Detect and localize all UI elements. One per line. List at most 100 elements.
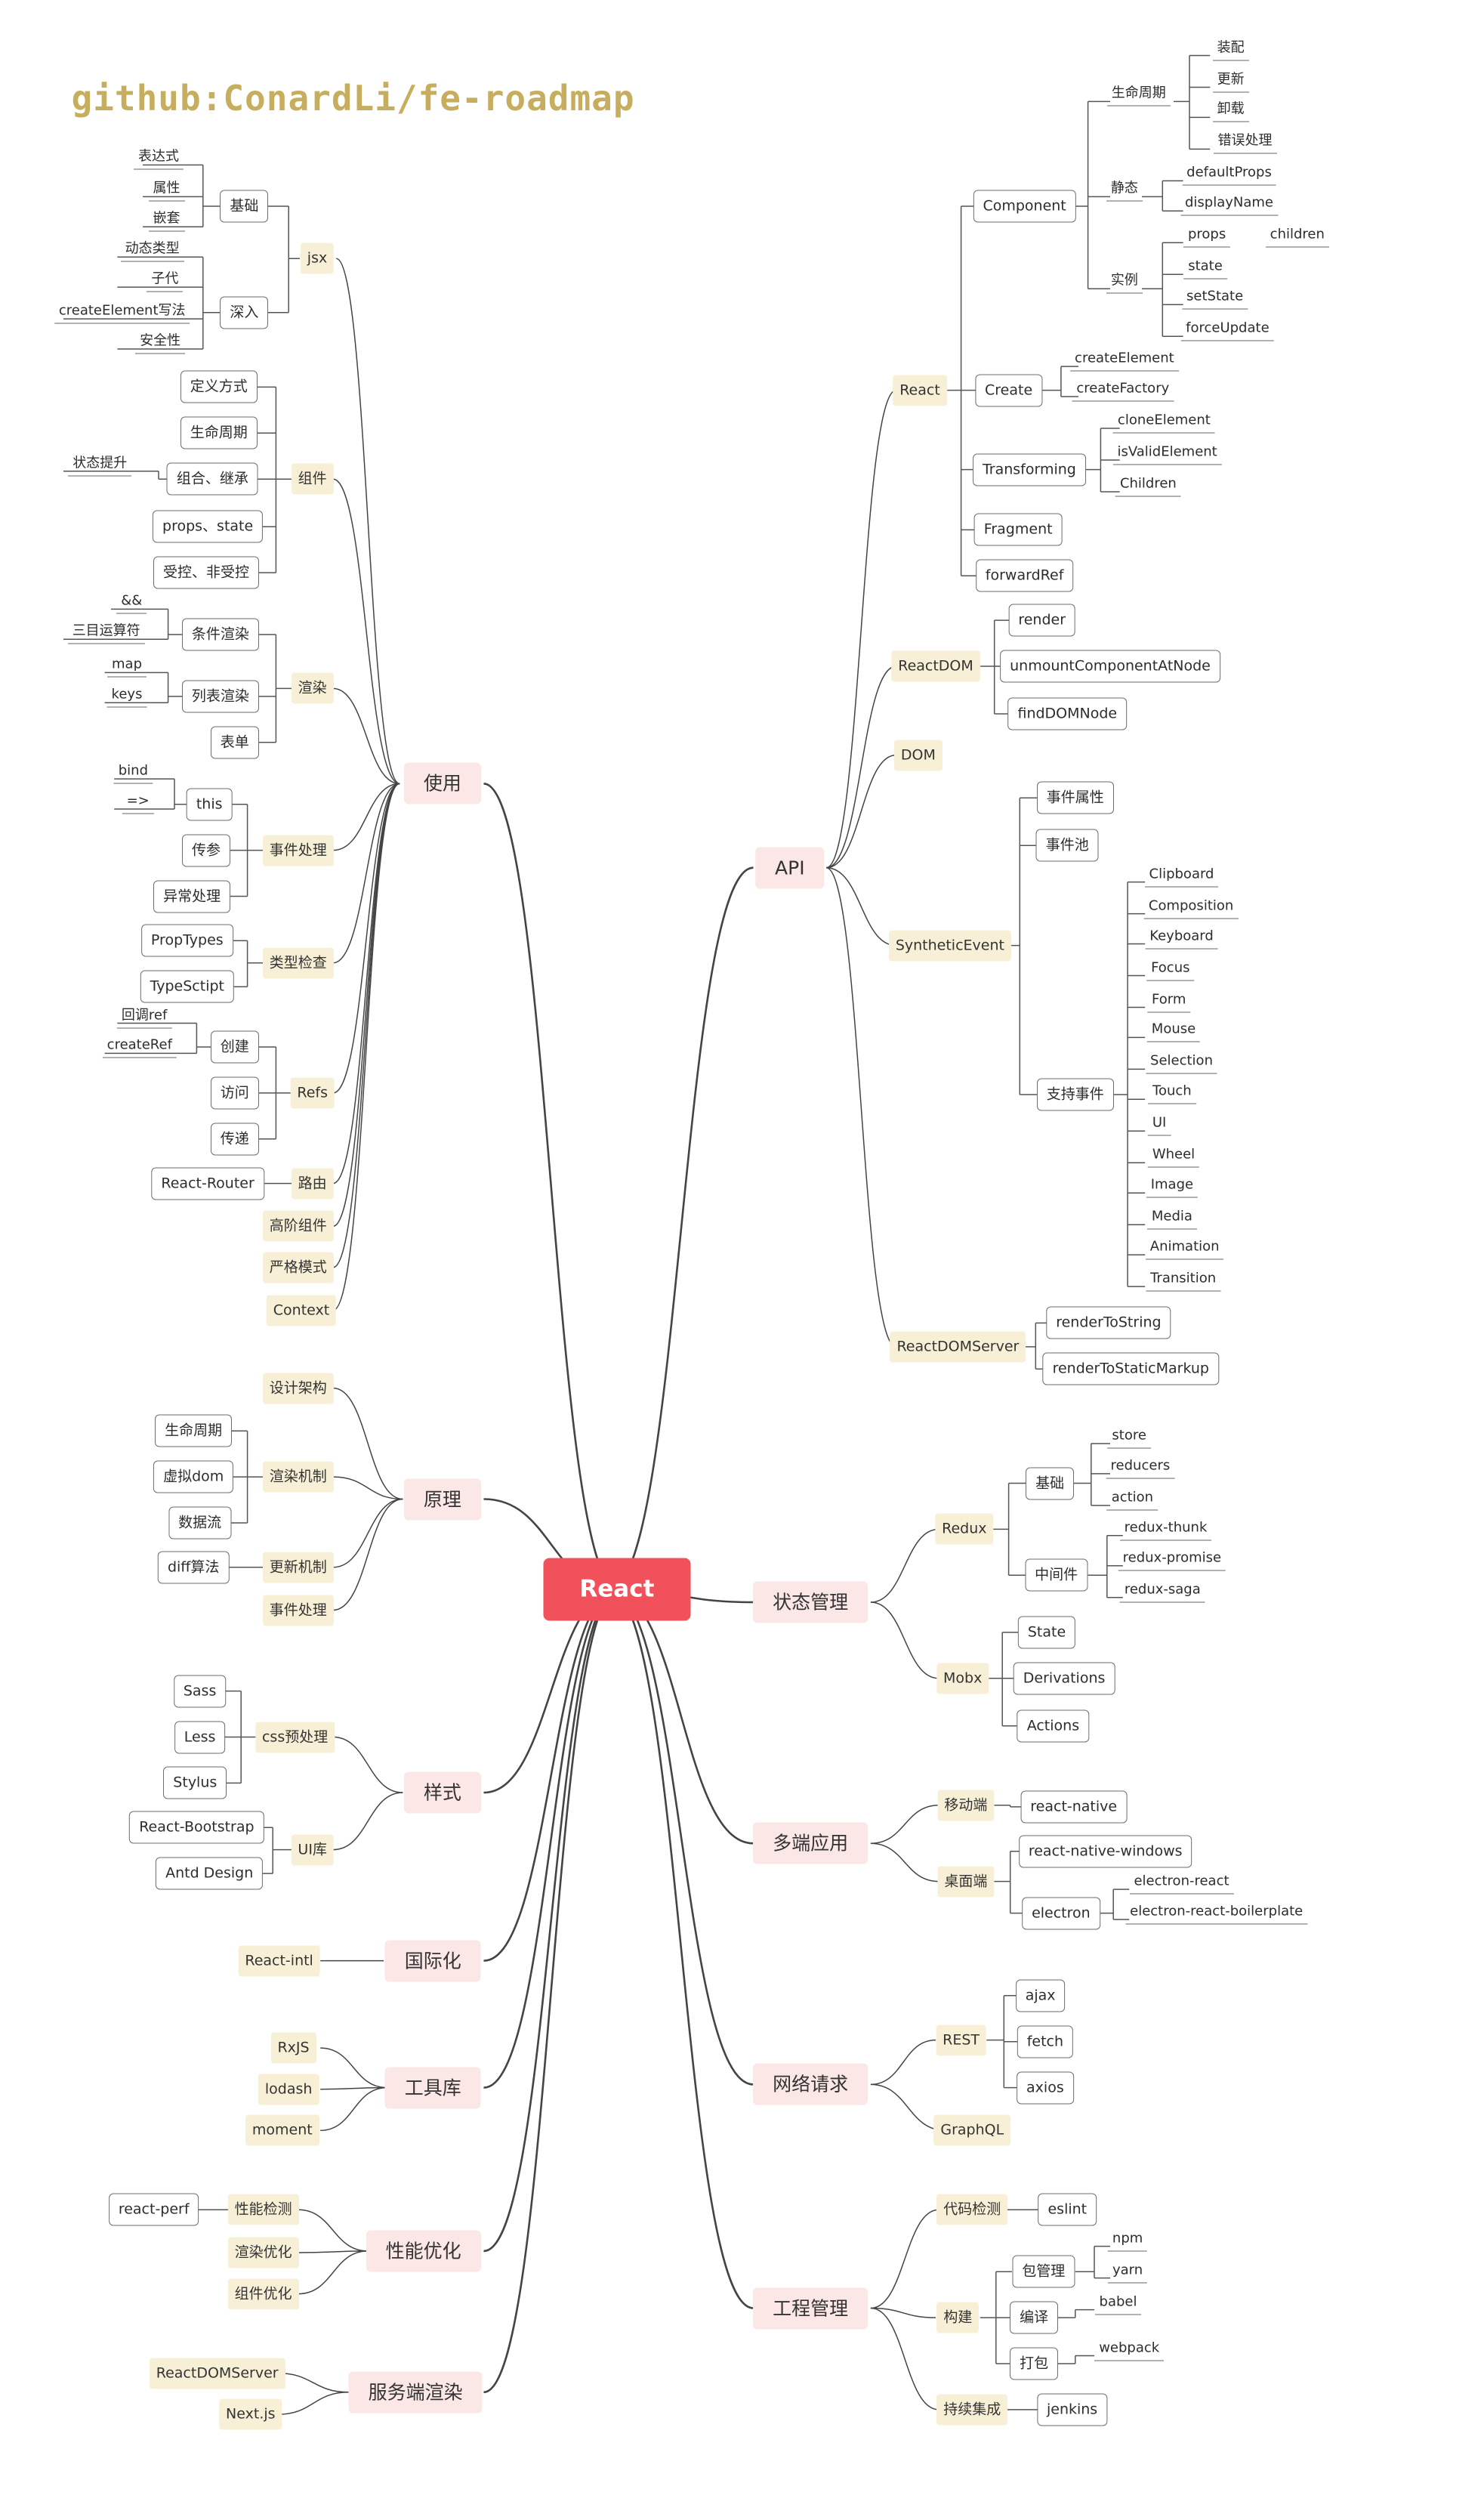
render-form: 表单 — [210, 726, 259, 759]
conditional-and: && — [116, 594, 147, 614]
state-link-0 — [870, 1528, 939, 1603]
reactdom-render: render — [1008, 604, 1076, 637]
refs-access: 访问 — [210, 1076, 259, 1110]
api-dom: DOM — [893, 740, 943, 771]
tools-moment: moment — [245, 2114, 319, 2146]
event-type-3: Focus — [1146, 961, 1195, 981]
server-rendertostring: renderToString — [1046, 1306, 1171, 1339]
css-stylus: Stylus — [163, 1766, 227, 1799]
component-state-lift: 状态提升 — [68, 456, 132, 477]
reactdom-unmount: unmountComponentAtNode — [1000, 650, 1220, 683]
style-ui-lib: UI库 — [291, 1834, 334, 1866]
usage-routing: 路由 — [291, 1168, 334, 1200]
multi-link-0 — [870, 1805, 939, 1844]
api-transforming: Transforming — [972, 453, 1086, 486]
usage-render: 渲染 — [291, 672, 334, 704]
middleware-thunk: redux-thunk — [1119, 1521, 1212, 1541]
rest-axios: axios — [1017, 2071, 1074, 2105]
redux-bracket — [989, 1482, 1026, 1577]
perf-link-2 — [298, 2250, 369, 2295]
event-type-12: Animation — [1145, 1240, 1224, 1260]
event-type-4: Form — [1147, 993, 1191, 1012]
build-pkg: 包管理 — [1012, 2255, 1075, 2288]
watermark: github:ConardLi/fe-roadmap — [71, 78, 635, 119]
usage-type-check: 类型检查 — [262, 947, 334, 979]
refs-create: 创建 — [210, 1030, 259, 1064]
principle-link-0 — [332, 1387, 403, 1500]
update-diff: diff算法 — [157, 1551, 230, 1584]
jsx-children: 子代 — [147, 272, 184, 292]
redux-reducers: reducers — [1106, 1459, 1175, 1479]
rest-bracket — [986, 1995, 1020, 2089]
refs-create-bracket — [104, 1022, 213, 1055]
lint-eslint: eslint — [1038, 2193, 1097, 2226]
bundle-webpack: webpack — [1094, 2341, 1165, 2361]
list-keys: keys — [106, 687, 147, 708]
api-forwardref: forwardRef — [975, 559, 1074, 592]
ci-jenkins: jenkins — [1036, 2393, 1108, 2426]
typecheck-typescript: TypeSctipt — [140, 970, 234, 1003]
instance-children: children — [1265, 227, 1329, 248]
rest-ajax: ajax — [1015, 1979, 1066, 2012]
jsx-basic-bracket — [143, 164, 222, 228]
middleware-bracket — [1088, 1535, 1123, 1598]
root-link-right-4 — [609, 1588, 754, 2309]
style-css-preprocessor: css预处理 — [255, 1722, 335, 1753]
state-link-1 — [870, 1601, 939, 1679]
branch-style: 样式 — [403, 1771, 481, 1814]
mobx-derivations: Derivations — [1013, 1662, 1115, 1695]
static-displayname: displayName — [1180, 196, 1279, 216]
events-bracket — [230, 803, 265, 897]
middleware-promise: redux-promise — [1118, 1551, 1226, 1571]
render-lifecycle: 生命周期 — [155, 1414, 233, 1447]
events-params: 传参 — [181, 834, 231, 867]
instance-state: state — [1183, 259, 1227, 279]
lifecycle-bracket — [1174, 54, 1211, 150]
eng-ci: 持续集成 — [936, 2394, 1008, 2426]
tools-lodash: lodash — [258, 2074, 319, 2105]
this-arrow: => — [122, 794, 154, 814]
api-reactdomserver: ReactDOMServer — [890, 1331, 1026, 1363]
render-bracket — [254, 634, 292, 743]
eng-lint: 代码检测 — [936, 2194, 1008, 2225]
electron-bracket — [1094, 1889, 1130, 1920]
conditional-bracket — [63, 608, 184, 641]
server-rendertostaticmarkup: renderToStaticMarkup — [1042, 1352, 1219, 1385]
ui-bracket — [254, 1827, 292, 1874]
render-conditional: 条件渲染 — [181, 618, 259, 651]
eng-build: 构建 — [936, 2302, 980, 2333]
event-attributes: 事件属性 — [1036, 781, 1114, 814]
usage-link-9 — [332, 783, 400, 1311]
api-link-2 — [826, 754, 896, 869]
synthetic-bracket — [1004, 797, 1038, 1095]
list-bracket — [104, 672, 184, 704]
perf-render-opt: 渲染优化 — [227, 2237, 299, 2268]
api-link-4 — [825, 866, 896, 1348]
refs-bracket — [257, 1046, 292, 1140]
principle-events: 事件处理 — [262, 1595, 334, 1626]
this-bind: bind — [113, 764, 153, 784]
style-link-1 — [332, 1792, 403, 1851]
jsx-attribute: 属性 — [148, 181, 185, 202]
jsx-bracket — [266, 205, 300, 313]
tools-link-0 — [320, 2047, 387, 2089]
refs-createref: createRef — [102, 1038, 177, 1058]
branch-ssr: 服务端渲染 — [348, 2371, 483, 2414]
react-bracket — [943, 205, 980, 577]
desktop-react-native-windows: react-native-windows — [1018, 1835, 1192, 1868]
component-props-state: props、state — [153, 510, 264, 543]
network-graphql: GraphQL — [933, 2114, 1011, 2146]
api-reactdom: ReactDOM — [891, 650, 980, 682]
state-mobx: Mobx — [936, 1663, 989, 1694]
root-link-left-0 — [483, 783, 619, 1591]
api-create: Create — [975, 374, 1043, 407]
usage-link-6 — [332, 783, 400, 1184]
build-bracket — [980, 2271, 1012, 2364]
mobx-actions: Actions — [1017, 1709, 1090, 1743]
list-map: map — [107, 657, 147, 678]
event-type-8: UI — [1147, 1116, 1171, 1136]
branch-i18n: 国际化 — [384, 1940, 481, 1982]
transforming-bracket — [1080, 428, 1120, 493]
principle-render: 渲染机制 — [262, 1461, 334, 1493]
usage-link-0 — [335, 258, 400, 785]
